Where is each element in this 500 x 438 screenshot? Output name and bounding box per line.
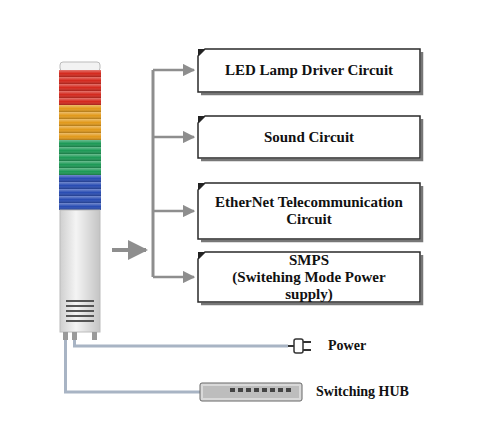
network-cable [66, 340, 201, 392]
hub-chassis [200, 383, 302, 401]
hub-port [238, 388, 243, 392]
rib [59, 84, 101, 91]
main-arrow [112, 248, 146, 252]
circuit-box: Sound Circuit [198, 116, 420, 158]
grille-slit [66, 310, 94, 312]
rib [59, 189, 101, 196]
plug-body [294, 339, 303, 353]
grille-slit [66, 315, 94, 317]
power-cable [75, 340, 289, 346]
tower-cap [60, 62, 100, 71]
branch-arrow [153, 136, 194, 139]
rib [59, 140, 101, 147]
device-label: Switching HUB [316, 384, 409, 400]
circuit-box: EtherNet Telecommunication Circuit [198, 183, 420, 239]
box-text: (Switehing Mode Power supply) [212, 269, 406, 303]
power-plug [288, 339, 311, 353]
branch-arrow [153, 69, 194, 72]
rib [59, 112, 101, 119]
hub-port [278, 388, 283, 392]
circuit-box: SMPS(Switehing Mode Power supply) [198, 252, 420, 302]
hub-port [270, 388, 275, 392]
speaker-grille [66, 300, 94, 322]
box-border [198, 183, 420, 239]
rib [59, 70, 101, 77]
tier-ribs [59, 70, 101, 210]
grille-slit [66, 320, 94, 322]
corner-mark [198, 49, 205, 56]
hub-port [246, 388, 251, 392]
corner-mark [198, 116, 205, 123]
corner-mark [198, 183, 205, 190]
box-border [198, 252, 420, 302]
box-text: LED Lamp Driver Circuit [225, 62, 393, 79]
grille-slit [66, 300, 94, 302]
box-body: SMPS(Switehing Mode Power supply) [198, 252, 420, 302]
plug-cord [288, 345, 294, 347]
green-tier [59, 140, 101, 175]
box-text: SMPS [289, 252, 329, 269]
rib [59, 203, 101, 210]
box-text: EtherNet Telecommunication Circuit [212, 194, 406, 228]
box-text: Sound Circuit [264, 129, 354, 146]
hub-port [286, 388, 291, 392]
hub-port [254, 388, 259, 392]
rib [59, 91, 101, 98]
rib [59, 77, 101, 84]
rib [59, 196, 101, 203]
branch-arrow [153, 210, 194, 213]
rib [59, 119, 101, 126]
circuit-box: LED Lamp Driver Circuit [198, 49, 420, 92]
box-body: EtherNet Telecommunication Circuit [198, 183, 420, 239]
rib [59, 98, 101, 105]
grille-slit [66, 305, 94, 307]
rib [59, 154, 101, 161]
plug-prongs [303, 342, 311, 350]
rib [59, 147, 101, 154]
tower-body [60, 210, 100, 332]
cable-gland [63, 332, 68, 340]
box-border [198, 116, 420, 158]
corner-mark [198, 252, 205, 259]
box-border [198, 49, 420, 92]
switching-hub [200, 383, 302, 401]
rib [59, 133, 101, 140]
rib [59, 182, 101, 189]
cable-gland [92, 332, 97, 340]
cable-gland [72, 332, 77, 340]
branch-arrow [153, 276, 194, 279]
device-label: Power [328, 338, 366, 354]
distribution-bracket [152, 70, 155, 277]
rib [59, 126, 101, 133]
red-tier [59, 70, 101, 105]
hub-port [262, 388, 267, 392]
blue-tier [59, 175, 101, 210]
hub-front [203, 386, 299, 398]
rib [59, 168, 101, 175]
rib [59, 105, 101, 112]
rib [59, 175, 101, 182]
box-body: LED Lamp Driver Circuit [198, 49, 420, 92]
box-body: Sound Circuit [198, 116, 420, 158]
rib [59, 161, 101, 168]
amber-tier [59, 105, 101, 140]
hub-port [230, 388, 235, 392]
